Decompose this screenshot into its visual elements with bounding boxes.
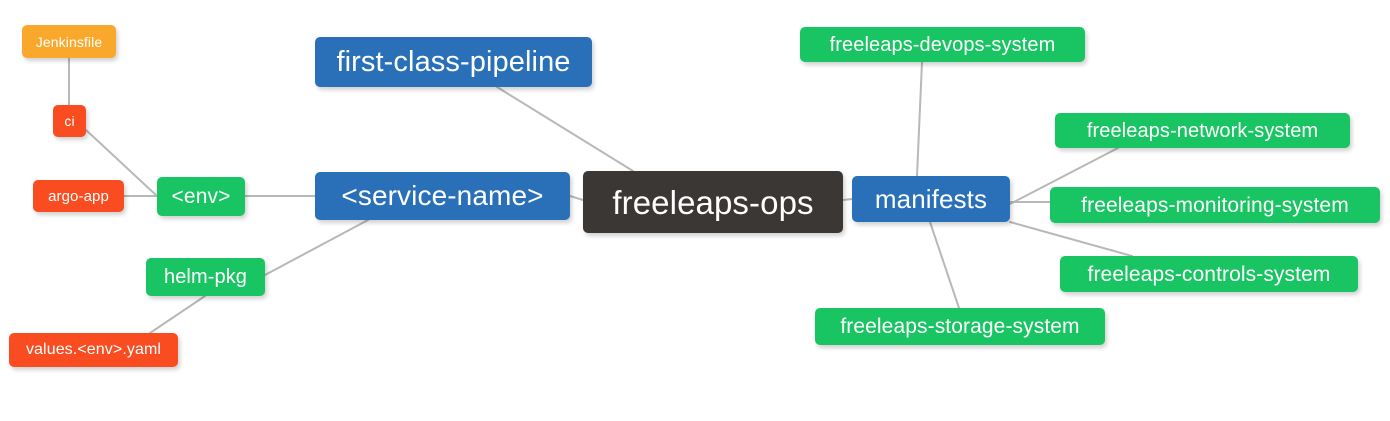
node-label: freeleaps-devops-system bbox=[829, 33, 1056, 56]
node-label: freeleaps-controls-system bbox=[1087, 262, 1331, 286]
node-label: freeleaps-network-system bbox=[1086, 119, 1319, 142]
node-label: freeleaps-ops bbox=[612, 183, 814, 221]
node-label: freeleaps-storage-system bbox=[840, 315, 1080, 338]
node-label: values.<env>.yaml bbox=[25, 341, 162, 358]
node-freeleaps-monitoring-system[interactable]: freeleaps-monitoring-system bbox=[1050, 187, 1380, 223]
node-label: helm-pkg bbox=[163, 266, 248, 288]
node-service-name[interactable]: <service-name> bbox=[315, 172, 570, 220]
node-freeleaps-network-system[interactable]: freeleaps-network-system bbox=[1055, 113, 1350, 148]
node-label: manifests bbox=[874, 184, 988, 214]
edge-helm-pkg-to-service-name bbox=[264, 219, 369, 276]
node-freeleaps-storage-system[interactable]: freeleaps-storage-system bbox=[815, 308, 1105, 345]
node-label: Jenkinsfile bbox=[35, 33, 103, 50]
edge-service-name-to-freeleaps-ops bbox=[569, 195, 584, 201]
node-label: ci bbox=[64, 113, 75, 129]
node-label: first-class-pipeline bbox=[336, 45, 571, 78]
node-freeleaps-controls-system[interactable]: freeleaps-controls-system bbox=[1060, 256, 1358, 292]
node-helm-pkg[interactable]: helm-pkg bbox=[146, 258, 265, 296]
node-argo-app[interactable]: argo-app bbox=[33, 180, 124, 212]
node-freeleaps-devops-system[interactable]: freeleaps-devops-system bbox=[800, 27, 1085, 62]
node-values-env-yaml[interactable]: values.<env>.yaml bbox=[9, 333, 178, 367]
node-first-class-pipeline[interactable]: first-class-pipeline bbox=[315, 37, 592, 87]
node-manifests[interactable]: manifests bbox=[852, 176, 1010, 222]
edge-values-env-yaml-to-helm-pkg bbox=[149, 295, 206, 334]
node-jenkinsfile[interactable]: Jenkinsfile bbox=[22, 25, 116, 58]
edge-freeleaps-ops-to-manifests bbox=[842, 198, 853, 201]
node-env[interactable]: <env> bbox=[157, 177, 245, 216]
node-label: <service-name> bbox=[341, 180, 544, 211]
node-ci[interactable]: ci bbox=[53, 105, 86, 137]
edge-manifests-to-freeleaps-devops-system bbox=[916, 61, 923, 177]
node-label: argo-app bbox=[48, 187, 109, 205]
node-label: <env> bbox=[171, 185, 231, 208]
node-label: freeleaps-monitoring-system bbox=[1081, 193, 1349, 217]
edge-manifests-to-freeleaps-storage-system bbox=[929, 221, 960, 309]
node-freeleaps-ops[interactable]: freeleaps-ops bbox=[583, 171, 843, 233]
edge-manifests-to-freeleaps-controls-system bbox=[1009, 221, 1133, 257]
edge-first-class-pipeline-to-freeleaps-ops bbox=[496, 86, 634, 172]
